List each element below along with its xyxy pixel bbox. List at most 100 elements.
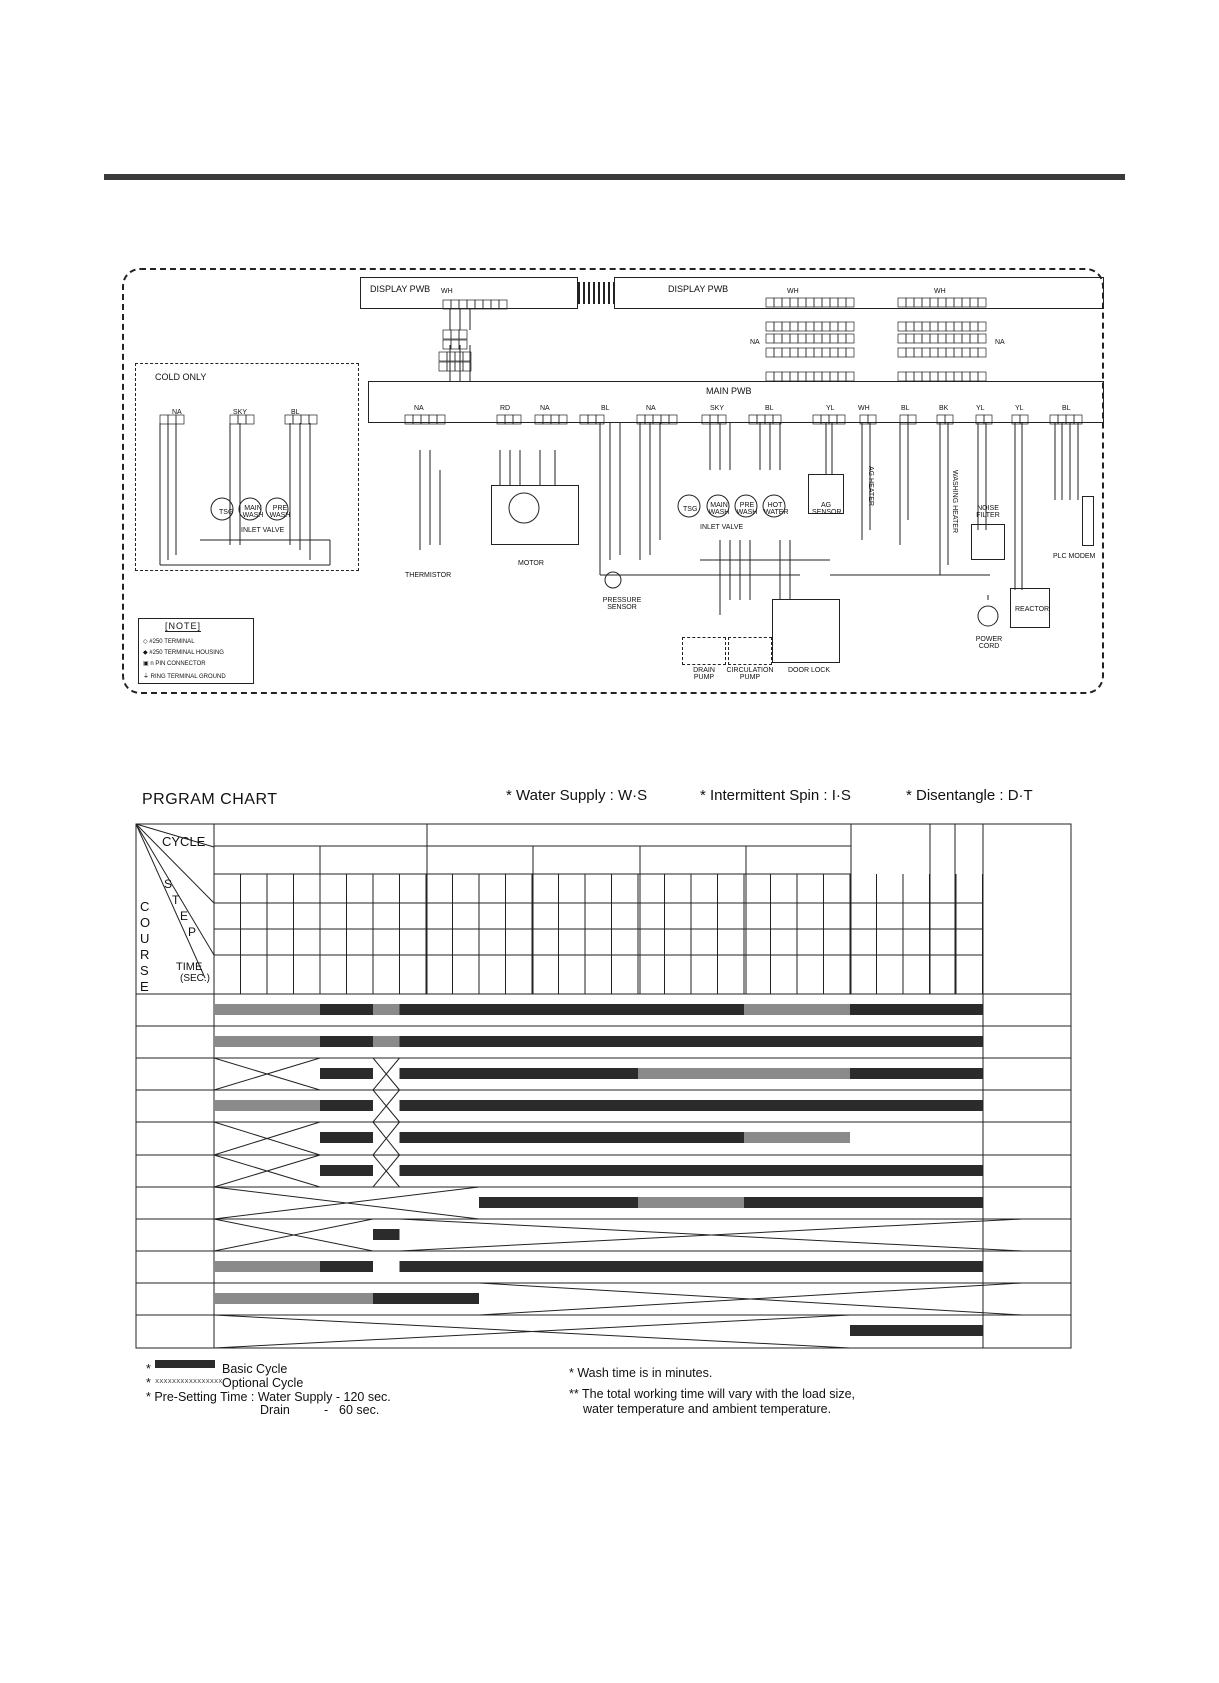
conn-label-yl-1: YL (826, 405, 835, 412)
cycle-bar (399, 1132, 850, 1143)
note-row-terminal: ◇ #250 TERMINAL (143, 639, 195, 645)
conn-label-bl-2: BL (601, 405, 610, 412)
step-letter-t: T (172, 893, 180, 907)
conn-label-bl-1: BL (291, 409, 300, 416)
wash-time-note: * Wash time is in minutes. (569, 1366, 713, 1380)
schematic-frame (122, 268, 1104, 694)
cycle-bar (320, 1261, 373, 1272)
step-letter-s: S (164, 877, 173, 891)
course-letter-c: C (140, 899, 150, 914)
water-supply-note: * Water Supply : W·S (506, 787, 648, 804)
valve-pre-right: PRE WASH (736, 502, 758, 516)
conn-label-yl-3: YL (1015, 405, 1024, 412)
basic-cycle-label: Basic Cycle (222, 1362, 288, 1376)
conn-label-rd-1: RD (500, 405, 511, 412)
conn-label-wh-4: WH (858, 405, 870, 412)
cycle-bar (320, 1004, 373, 1015)
conn-label-na-3: NA (172, 409, 182, 416)
optional-cycle-swatch: xxxxxxxxxxxxxxxx (155, 1377, 223, 1385)
cycle-bar (320, 1132, 373, 1143)
total-time-note-2: water temperature and ambient temperatur… (583, 1402, 832, 1416)
course-letter-s: S (140, 963, 149, 978)
motor-label: MOTOR (518, 560, 544, 567)
cycle-bar (399, 1068, 638, 1079)
disentangle-note: * Disentangle : D·T (906, 787, 1033, 804)
time-label: TIME (176, 961, 203, 973)
conn-label-wh-3: WH (934, 288, 946, 295)
cycle-bar (214, 1261, 320, 1272)
note-text-terminal-housing: #250 TERMINAL HOUSING (149, 650, 224, 656)
note-row-ground: ⏚ RING TERMINAL GROUND (143, 674, 226, 680)
cycle-bar (399, 1261, 983, 1272)
optional-cycle-label: Optional Cycle (222, 1376, 304, 1390)
cycle-bar (744, 1132, 850, 1143)
note-row-pin-connector: ▣ n PIN CONNECTOR (143, 661, 206, 667)
cycle-bar (373, 1004, 400, 1015)
cycle-bar (399, 1100, 983, 1111)
sec-label: (SEC.) (180, 973, 210, 984)
drain-label: Drain (260, 1403, 290, 1417)
conn-label-yl-2: YL (976, 405, 985, 412)
note-text-terminal: #250 TERMINAL (149, 639, 195, 645)
cycle-bar (214, 1100, 320, 1111)
conn-label-bl-4: BL (901, 405, 910, 412)
cycle-bar (744, 1004, 850, 1015)
ag-sensor-label: AG SENSOR (812, 502, 842, 516)
header-rule (104, 174, 1125, 180)
cycle-bar (850, 1004, 983, 1015)
conn-label-na-6: NA (646, 405, 656, 412)
inlet-valve-right-label: INLET VALVE (700, 524, 744, 531)
cold-only-region (135, 363, 359, 571)
display-pwb-right-label: DISPLAY PWB (668, 284, 729, 294)
intermittent-spin-note: * Intermittent Spin : I·S (700, 787, 851, 804)
pressure-sensor-label: PRESSURE SENSOR (602, 597, 642, 611)
course-letter-o: O (140, 915, 151, 930)
note-row-terminal-housing: ◆ #250 TERMINAL HOUSING (143, 650, 224, 656)
cycle-bar (320, 1036, 373, 1047)
valve-tsg-left: TSG (219, 509, 234, 516)
display-pwb-left (360, 277, 578, 309)
door-lock-box (772, 599, 840, 663)
drain-pump-box (682, 637, 726, 665)
conn-label-bk-1: BK (939, 405, 949, 412)
program-chart-title: PRGRAM CHART (142, 791, 278, 808)
valve-tsg-right: TSG (683, 506, 698, 513)
drain-time: 60 sec. (339, 1403, 380, 1417)
thermistor-label: THERMISTOR (405, 572, 452, 579)
conn-label-bl-5: BL (1062, 405, 1071, 412)
display-pwb-left-label: DISPLAY PWB (370, 284, 431, 294)
note-text-pin-connector: n PIN CONNECTOR (150, 661, 206, 667)
conn-label-wh-2: WH (787, 288, 799, 295)
door-lock-label: DOOR LOCK (788, 667, 831, 674)
conn-label-na-2: NA (995, 339, 1005, 346)
cycle-bar (399, 1036, 983, 1047)
step-letter-p: P (188, 925, 197, 939)
optional-mark: * (146, 1376, 151, 1390)
cycle-bar (850, 1068, 983, 1079)
conn-label-na-5: NA (540, 405, 550, 412)
cycle-bar (320, 1165, 373, 1176)
cycle-bar (214, 1004, 320, 1015)
power-cord-label: POWER CORD (975, 636, 1003, 650)
noise-filter-box (971, 524, 1005, 560)
cycle-bar (373, 1229, 400, 1240)
basic-mark: * (146, 1362, 151, 1376)
cycle-bar (850, 1325, 983, 1336)
main-pwb (368, 381, 1104, 423)
cold-only-label: COLD ONLY (155, 372, 207, 382)
motor-box (491, 485, 579, 545)
conn-label-bl-3: BL (765, 405, 774, 412)
cycle-bar (320, 1068, 373, 1079)
conn-label-sky-1: SKY (233, 409, 248, 416)
cycle-bar (373, 1293, 479, 1304)
inlet-valve-left-label: INLET VALVE (241, 527, 285, 534)
cycle-bar (399, 1004, 744, 1015)
conn-label-sky-2: SKY (710, 405, 725, 412)
cycle-bar (399, 1165, 983, 1176)
cycle-label: CYCLE (162, 834, 206, 849)
plc-modem-label: PLC MODEM (1053, 553, 1096, 560)
step-letter-e: E (180, 909, 189, 923)
cycle-bar (373, 1036, 400, 1047)
total-time-note-1: ** The total working time will vary with… (569, 1387, 855, 1401)
